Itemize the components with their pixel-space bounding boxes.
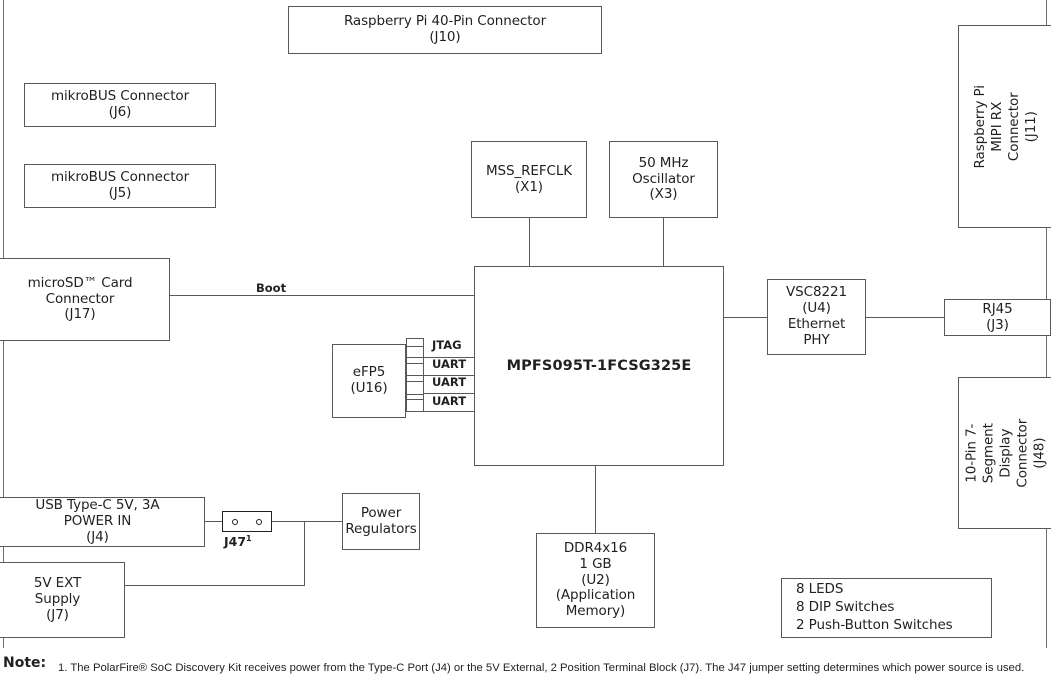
efp5-port-stub-cell [406, 356, 424, 375]
wire-ext-supply-to-junction [125, 585, 305, 587]
block-mpfs-soc[interactable]: MPFS095T-1FCSG325E [474, 266, 724, 466]
wire-efp5-stub-3 [405, 381, 423, 383]
wire-jumper-to-junction [272, 521, 304, 523]
wire-uart3-to-soc [423, 411, 475, 413]
port-label-uart-2: UART [430, 375, 467, 389]
block-label: mikroBUS Connector (J6) [50, 88, 190, 120]
block-label: eFP5 (U16) [350, 364, 388, 396]
jumper-footnote-marker: 1 [246, 534, 252, 543]
efp5-port-stub-cell [406, 375, 424, 394]
block-usb-type-c-power-in[interactable]: USB Type-C 5V, 3A POWER IN (J4) [0, 497, 205, 547]
block-label: microSD™ Card Connector (J17) [27, 274, 133, 323]
wire-power-junction-riser [304, 521, 306, 586]
jumper-j47-label: J471 [224, 534, 252, 549]
block-ddr4-memory[interactable]: DDR4x16 1 GB (U2) (Application Memory) [536, 533, 655, 628]
block-label: 8 LEDS 8 DIP Switches 2 Push-Button Swit… [796, 581, 953, 633]
block-label: VSC8221 (U4) Ethernet PHY [786, 284, 847, 348]
block-rj45-connector[interactable]: RJ45 (J3) [944, 299, 1051, 336]
port-label-uart-1: UART [430, 357, 467, 371]
wire-uart2-to-soc [423, 393, 475, 395]
block-label: MSS_REFCLK (X1) [485, 162, 572, 195]
wire-uart1-to-soc [423, 375, 475, 377]
wire-efp5-stub-4 [405, 399, 423, 401]
block-label: USB Type-C 5V, 3A POWER IN (J4) [35, 497, 160, 545]
wire-label-boot: Boot [253, 281, 290, 295]
block-50mhz-oscillator[interactable]: 50 MHz Oscillator (X3) [609, 141, 718, 218]
efp5-port-stub-cell [406, 338, 424, 357]
block-ethernet-phy[interactable]: VSC8221 (U4) Ethernet PHY [767, 279, 866, 355]
jumper-j47[interactable] [222, 511, 272, 532]
wire-usb-to-jumper [205, 521, 222, 523]
jumper-pin [256, 518, 262, 525]
wire-efp5-stub-2 [405, 363, 423, 365]
efp5-port-stub-column [406, 338, 424, 412]
block-label: Raspberry Pi MIPI RX Connector (J11) [971, 84, 1039, 169]
block-mss-refclk[interactable]: MSS_REFCLK (X1) [471, 141, 587, 218]
wire-soc-to-phy [724, 317, 767, 319]
block-label: DDR4x16 1 GB (U2) (Application Memory) [555, 540, 636, 620]
efp5-port-stub-cell [406, 393, 424, 412]
block-io-list[interactable]: 8 LEDS 8 DIP Switches 2 Push-Button Swit… [781, 578, 992, 638]
block-raspberry-pi-40pin-connector[interactable]: Raspberry Pi 40-Pin Connector (J10) [288, 6, 602, 54]
block-microsd-card-connector[interactable]: microSD™ Card Connector (J17) [0, 258, 170, 341]
wire-phy-to-rj45 [866, 317, 944, 319]
block-mikrobus-connector-j6[interactable]: mikroBUS Connector (J6) [24, 83, 216, 127]
block-5v-ext-supply[interactable]: 5V EXT Supply (J7) [0, 562, 125, 638]
wire-soc-to-ddr4 [595, 466, 597, 533]
jumper-name: J47 [224, 534, 247, 550]
jumper-pin [232, 518, 238, 525]
note-label: Note: [3, 655, 47, 671]
block-mikrobus-connector-j5[interactable]: mikroBUS Connector (J5) [24, 164, 216, 208]
wire-oscillator-to-soc [663, 218, 665, 266]
block-label: 50 MHz Oscillator (X3) [632, 154, 695, 203]
block-label: RJ45 (J3) [982, 300, 1013, 333]
block-power-regulators[interactable]: Power Regulators [342, 493, 420, 550]
block-efp5[interactable]: eFP5 (U16) [332, 344, 406, 418]
note-text: 1. The PolarFire® SoC Discovery Kit rece… [58, 662, 1025, 674]
block-label: Raspberry Pi 40-Pin Connector (J10) [343, 13, 547, 45]
block-raspberry-pi-mipi-rx-connector[interactable]: Raspberry Pi MIPI RX Connector (J11) [958, 25, 1051, 228]
block-7-segment-display-connector[interactable]: 10-Pin 7-Segment Display Connector (J48) [958, 377, 1051, 529]
block-label: 5V EXT Supply (J7) [33, 575, 82, 623]
wire-refclk-to-soc [529, 218, 531, 266]
block-label: mikroBUS Connector (J5) [50, 169, 190, 201]
port-label-jtag: JTAG [430, 338, 462, 352]
wire-jtag-to-soc [423, 357, 475, 359]
wire-efp5-stub-1 [405, 346, 423, 348]
block-label: Power Regulators [345, 504, 417, 537]
block-label: 10-Pin 7-Segment Display Connector (J48) [963, 418, 1047, 488]
wire-microsd-to-soc [170, 295, 475, 297]
port-label-uart-3: UART [430, 394, 467, 408]
wire-junction-to-regulators [304, 521, 342, 523]
block-label: MPFS095T-1FCSG325E [506, 357, 692, 374]
